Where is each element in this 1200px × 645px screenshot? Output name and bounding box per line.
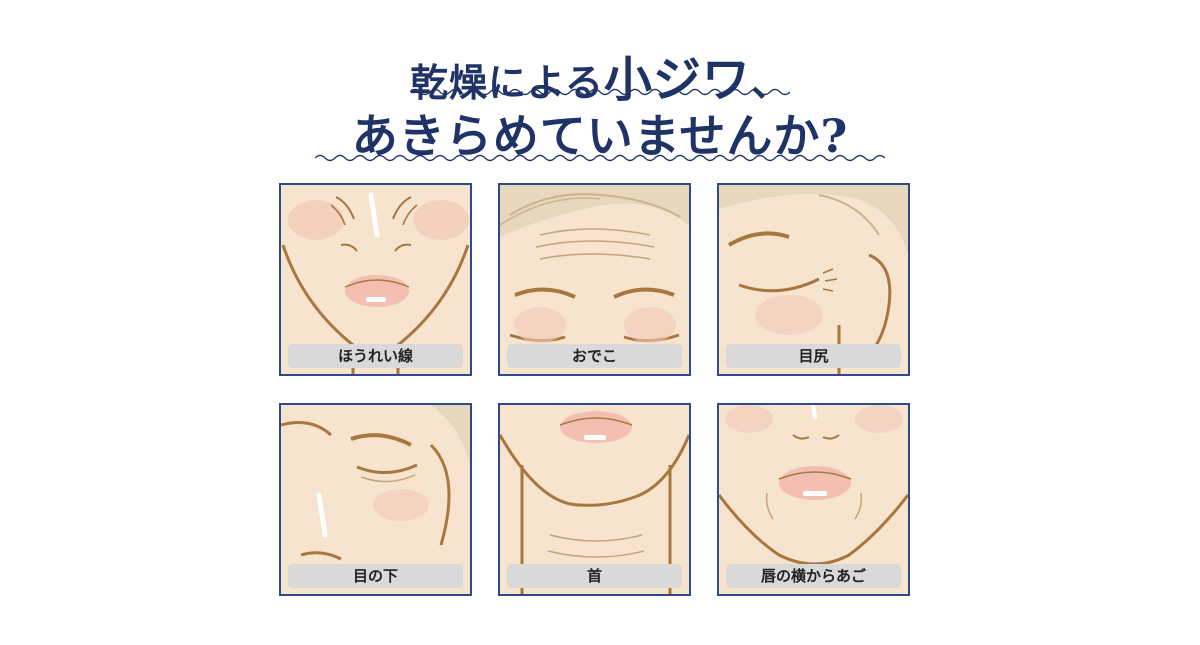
- headline-comma: 、: [750, 60, 790, 105]
- headline-line-2: あきらめていませんか?: [351, 109, 849, 163]
- panel-forehead: おでこ: [498, 183, 691, 376]
- headline-line-1: 乾燥による小ジワ、: [0, 40, 1200, 110]
- label-neck: 首: [507, 564, 682, 588]
- face-illustration-under-eye: [281, 405, 470, 594]
- label-forehead: おでこ: [507, 344, 682, 368]
- face-illustration-neck: [500, 405, 689, 594]
- wavy-underline-2: [315, 154, 885, 162]
- label-nasolabial-lines: ほうれい線: [288, 344, 463, 368]
- headline-emphasis: 小ジワ: [603, 52, 751, 108]
- face-illustration-forehead: [500, 185, 689, 374]
- panel-mouth-to-chin: 唇の横からあご: [717, 403, 910, 596]
- panel-under-eye: 目の下: [279, 403, 472, 596]
- wavy-underline-1: [410, 88, 790, 96]
- face-illustration-eye-corner: [719, 185, 908, 374]
- face-illustration-mouth-to-chin: [719, 405, 908, 594]
- label-mouth-to-chin: 唇の横からあご: [726, 564, 901, 588]
- label-eye-corner: 目尻: [726, 344, 901, 368]
- headline: 乾燥による小ジワ、 あきらめていませんか?: [0, 0, 1200, 175]
- panel-eye-corner: 目尻: [717, 183, 910, 376]
- face-illustration-nasolabial: [281, 185, 470, 374]
- panel-nasolabial-lines: ほうれい線: [279, 183, 472, 376]
- headline-text: 乾燥による: [410, 60, 604, 105]
- label-under-eye: 目の下: [288, 564, 463, 588]
- panel-neck: 首: [498, 403, 691, 596]
